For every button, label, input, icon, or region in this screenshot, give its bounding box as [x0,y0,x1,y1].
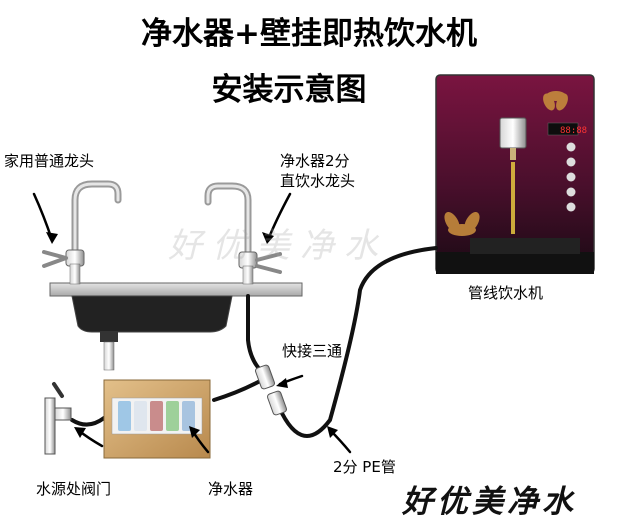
household-faucet [42,180,122,285]
quick-connect-tee [255,364,287,416]
dispenser-display-readout: 88:88 [560,126,587,136]
watermark: 好优美净水 [168,226,388,266]
brand-logo-text: 好优美净水 [402,484,577,520]
label-source-valve: 水源处阀门 [36,480,112,498]
title-line-2: 安装示意图 [211,72,367,108]
purifier-faucet [204,182,282,285]
wall-dispenser [435,74,595,274]
water-purifier [103,379,211,459]
pointer-arrowheads [46,232,338,438]
label-pe-pipe: 2分 PE管 [333,458,396,476]
label-purifier-faucet-line2: 直饮水龙头 [280,172,356,190]
title-line-1: 净水器+壁挂即热饮水机 [141,16,477,52]
source-valve [44,382,72,455]
label-household-faucet: 家用普通龙头 [4,152,95,170]
label-purifier: 净水器 [208,480,254,498]
label-dispenser: 管线饮水机 [468,284,544,302]
sink [49,282,303,371]
label-tee: 快接三通 [282,342,343,360]
label-purifier-faucet-line1: 净水器2分 [280,152,350,170]
